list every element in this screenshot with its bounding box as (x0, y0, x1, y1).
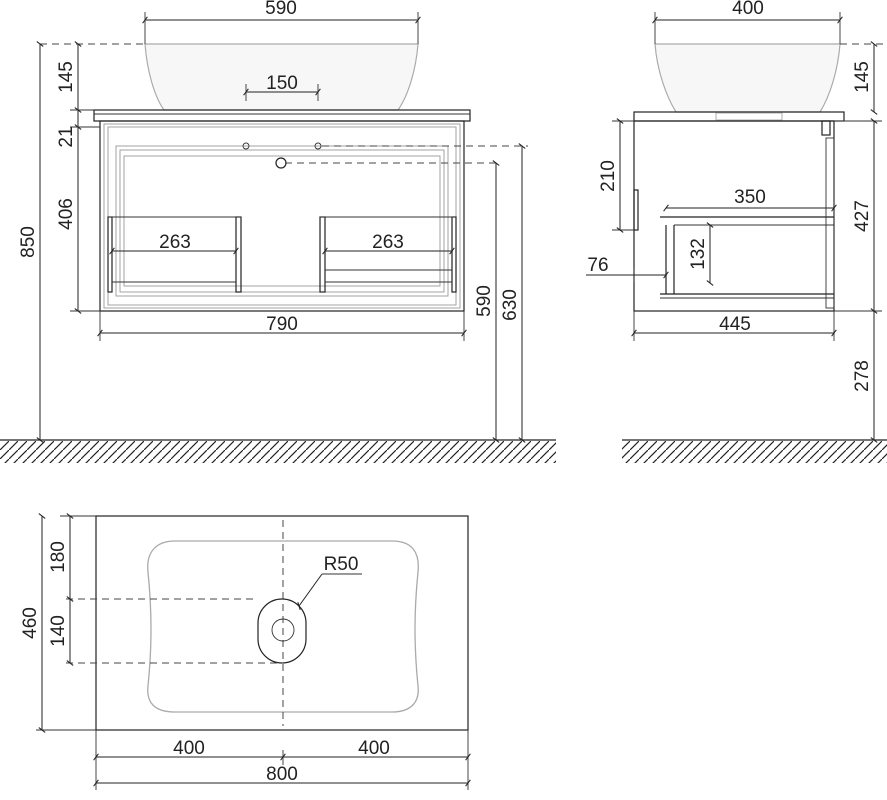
half-width-left-label: 400 (173, 738, 205, 759)
floor-gap-label: 278 (852, 360, 873, 392)
plan-total-width-label: 800 (266, 764, 298, 785)
recess-label: 76 (587, 255, 608, 276)
cabinet-depth-label: 445 (719, 314, 751, 335)
side-bowl-width-label: 400 (732, 0, 764, 19)
side-floor (622, 439, 887, 463)
drawer-height-label: 406 (56, 198, 77, 230)
front-cabinet (99, 120, 465, 312)
worktop-height-label: 630 (500, 289, 521, 321)
cabinet-width-label: 790 (266, 314, 298, 335)
drain-radius-label: R50 (324, 554, 359, 575)
drain-spacing-label: 150 (266, 73, 298, 94)
side-view: 400 145 427 278 210 350 132 76 445 (586, 0, 887, 463)
plan-worktop-outline (95, 515, 469, 731)
total-height-label: 850 (18, 226, 39, 258)
side-bowl (654, 43, 841, 113)
cabinet-height-label: 427 (852, 200, 873, 232)
half-width-right-label: 400 (358, 738, 390, 759)
front-bowl-width-label: 590 (265, 0, 297, 19)
plan-basin-outline (147, 540, 419, 713)
plan-drain (257, 598, 307, 664)
total-depth-label: 460 (20, 607, 41, 639)
front-worktop (93, 109, 471, 122)
side-worktop (633, 111, 845, 122)
front-floor (0, 439, 556, 463)
basin-depth-offset-label: 180 (48, 541, 69, 573)
side-cabinet (633, 120, 835, 312)
drain-height-label: 590 (474, 285, 495, 317)
front-view: 590 150 145 21 406 850 263 263 790 590 (0, 0, 556, 463)
shelf-height-label: 132 (688, 238, 709, 270)
right-compartment-width-label: 263 (372, 232, 404, 253)
plan-view: R50 180 140 460 400 400 800 (20, 513, 471, 790)
front-bowl-height-label: 145 (56, 61, 77, 93)
left-compartment-width-label: 263 (159, 232, 191, 253)
side-bowl-height-label: 145 (852, 61, 873, 93)
drain-offset-label: 140 (48, 615, 69, 647)
upper-gap-label: 210 (598, 160, 619, 192)
shelf-depth-label: 350 (734, 187, 766, 208)
worktop-thickness-label: 21 (56, 126, 77, 147)
